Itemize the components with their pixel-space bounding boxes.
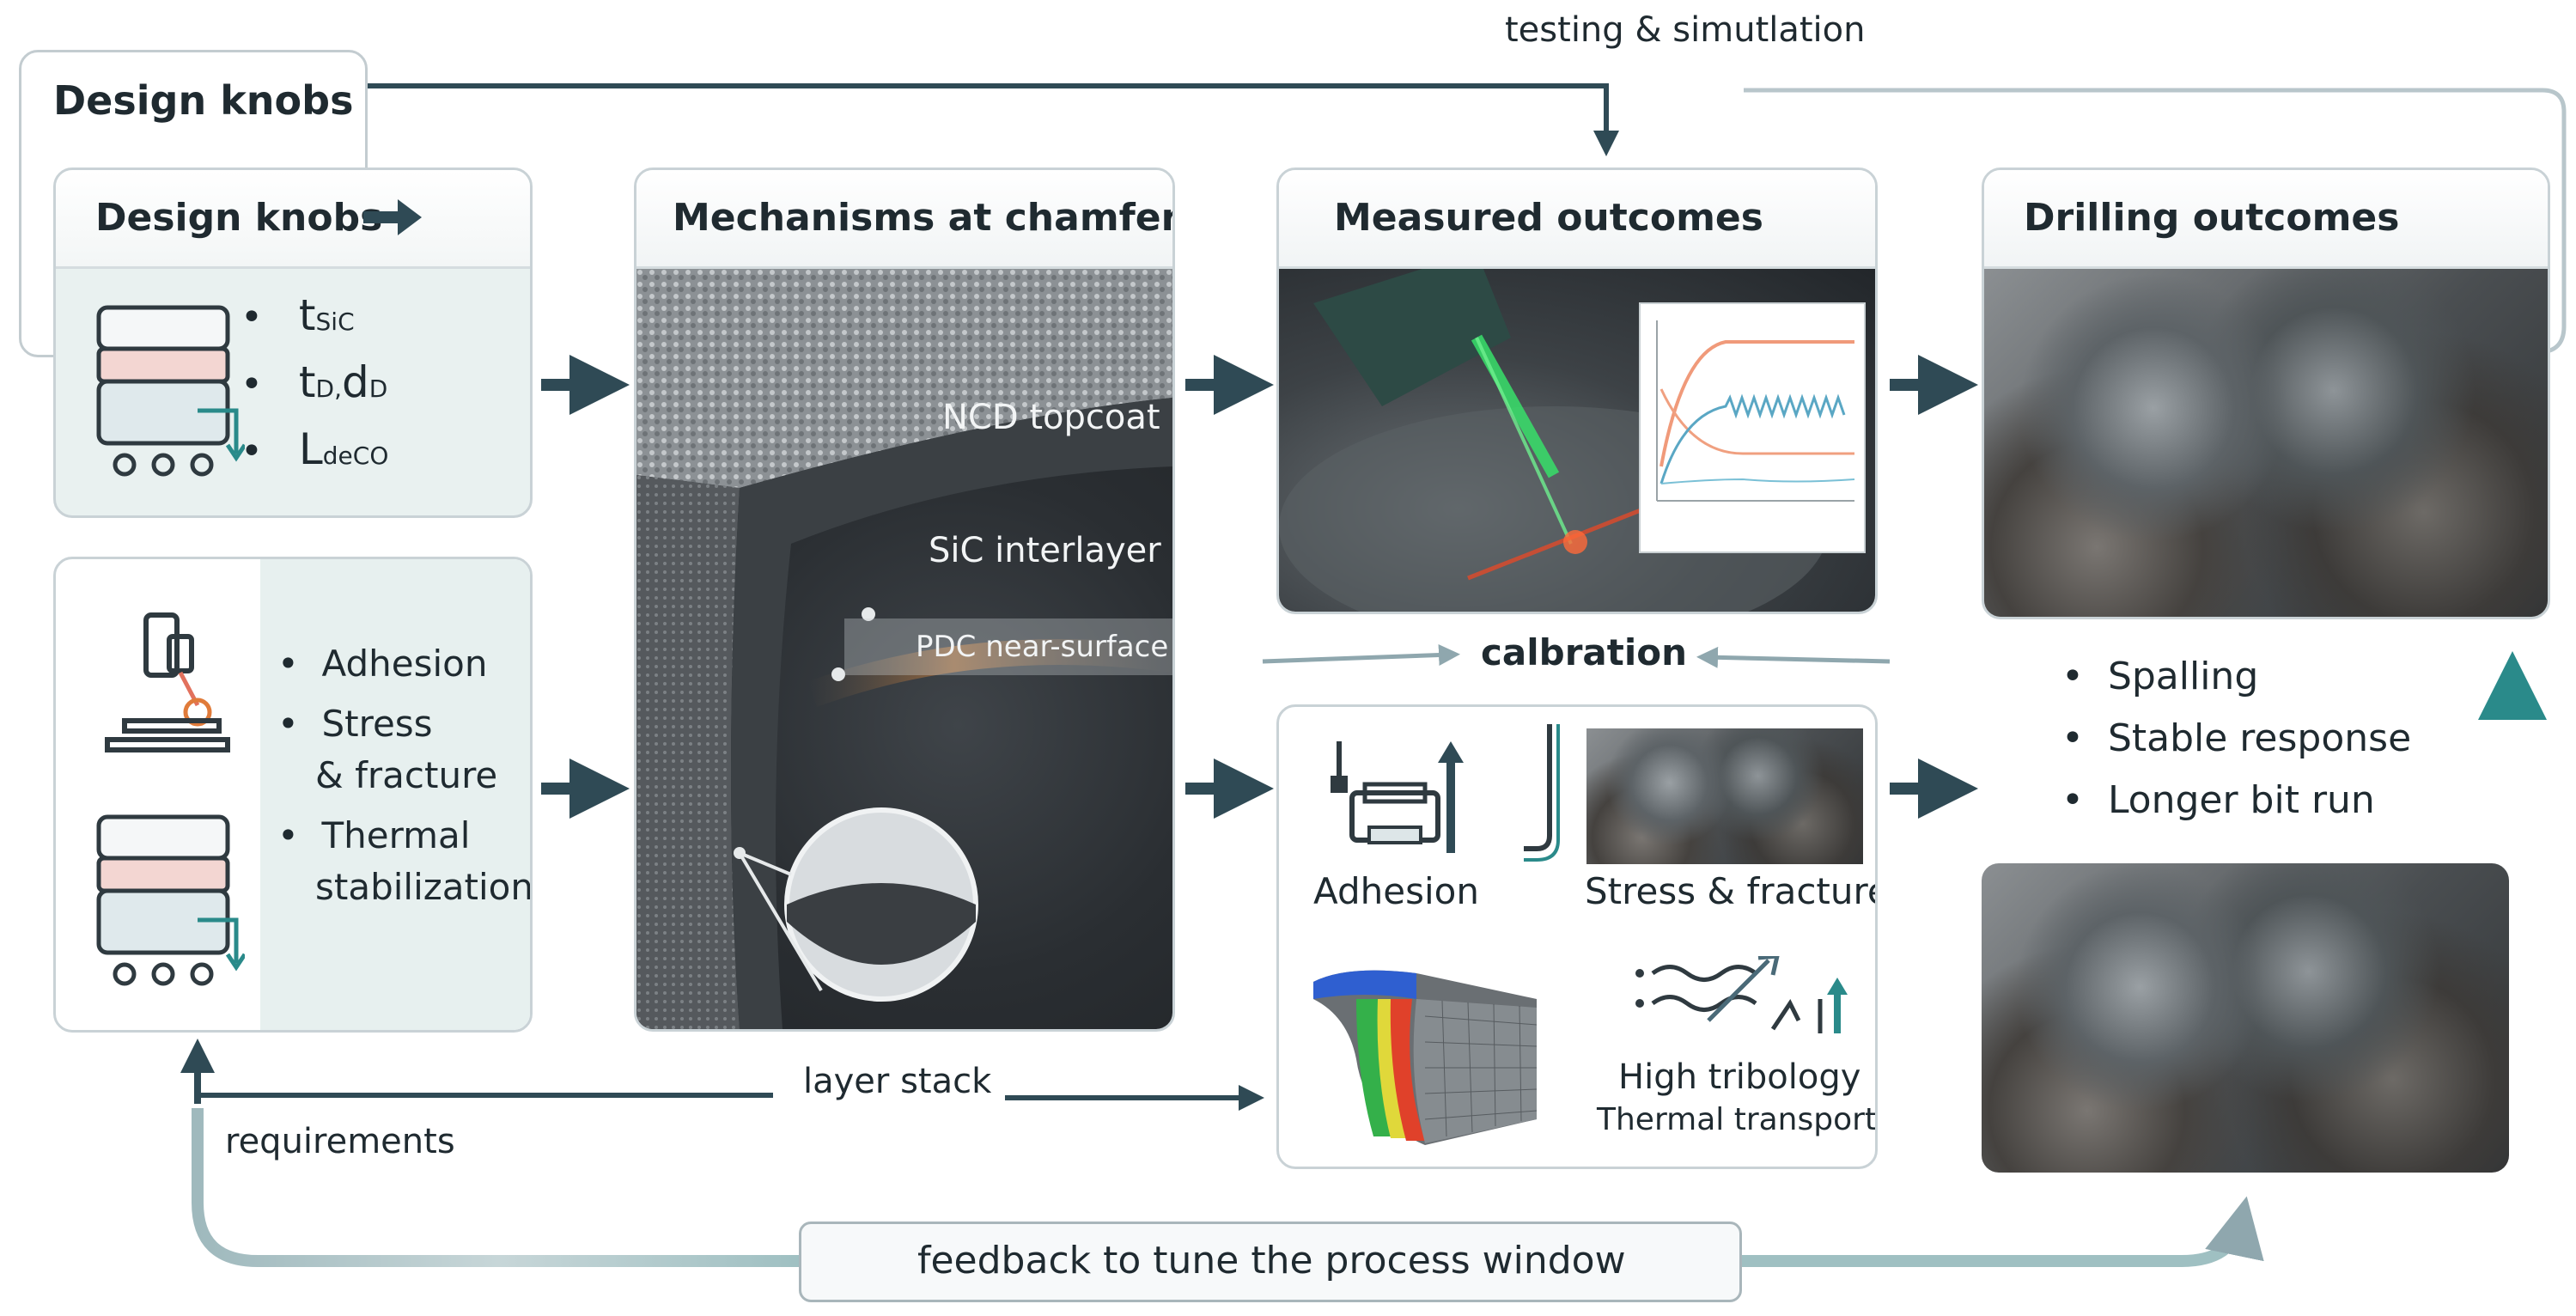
drill-bit-photo: [1984, 269, 2548, 617]
calibration-arrow-left: [1262, 644, 1460, 667]
design-knobs-header: Design knobs: [56, 170, 530, 269]
feedback-box: [799, 1222, 1742, 1302]
mechanisms-title: Mechanisms at chamfer: [673, 196, 1175, 240]
high-tribology-label: High tribology: [1618, 1057, 1861, 1097]
label-ncd-topcoat: NCD topcoat: [942, 398, 1160, 437]
stress-fracture-label: Stress & fracture: [1585, 870, 1878, 912]
design-knobs-title: Design knobs: [95, 196, 383, 240]
knob-item: • tD,dD: [241, 357, 388, 407]
measured-outcomes-title: Measured outcomes: [1334, 196, 1763, 240]
drill-wear-photo: [1982, 863, 2509, 1173]
fracture-photo: [1586, 728, 1863, 864]
drilling-item-longer-run: • Longer bit run: [2061, 778, 2375, 822]
process-item-stress: • Stress: [277, 703, 433, 745]
label-sic-interlayer: SiC interlayer: [929, 531, 1161, 570]
knob-list: • tSiC • tD,dD • LdeCO: [241, 290, 524, 497]
mechanisms-header: Mechanisms at chamfer: [636, 170, 1172, 269]
right-arrow-icon: [363, 196, 423, 242]
layer-stack-label: layer stack: [803, 1062, 992, 1101]
feedback-loop-line: [192, 1108, 799, 1267]
process-item-thermal: • Thermal: [277, 814, 471, 856]
knob-item: • tSiC: [241, 290, 355, 340]
process-item-adhesion: • Adhesion: [277, 643, 488, 685]
measured-outcomes-header: Measured outcomes: [1279, 170, 1875, 269]
drilling-item-spalling: • Spalling: [2061, 655, 2259, 698]
outer-design-knobs-title: Design knobs: [53, 77, 354, 124]
adhesion-tester-icon: [1313, 733, 1477, 865]
layer-stack-icon: [90, 813, 247, 996]
chamfer-micrograph: [636, 269, 1172, 1029]
testing-simulation-label: testing & simutlation: [1505, 10, 1866, 50]
measurement-detail-panel: Adhesion Stress & fracture: [1276, 704, 1878, 1169]
microscope-icon: [99, 611, 236, 760]
tribology-icon: [1631, 953, 1863, 1054]
label-pdc-near-surface: PDC near-surface: [916, 630, 1169, 664]
knob-item: • LdeCO: [241, 424, 389, 474]
drilling-item-stable: • Stable response: [2061, 716, 2412, 760]
calibration-label: calbration: [1481, 631, 1687, 673]
process-item-stabilization: stabilization: [315, 866, 533, 908]
adhesion-label: Adhesion: [1313, 870, 1479, 912]
drilling-outcomes-panel: Drilling outcomes: [1982, 168, 2550, 619]
feedback-label: feedback to tune the process window: [917, 1239, 1626, 1282]
stress-profile-icon: [1524, 724, 1575, 865]
feedback-loop-right: [1739, 1196, 2264, 1267]
calibration-arrow-right: [1696, 646, 1891, 668]
drilling-outcomes-header: Drilling outcomes: [1984, 170, 2548, 269]
requirements-label: requirements: [225, 1122, 455, 1161]
thermal-transport-label: Thermal transport: [1597, 1102, 1878, 1137]
layer-stack-line: [195, 1093, 773, 1104]
measured-outcomes-panel: Measured outcomes: [1276, 168, 1878, 614]
laser-test-photo: [1279, 252, 1875, 612]
design-knobs-panel: Design knobs • tSiC • tD,dD • LdeCO: [53, 168, 533, 518]
drilling-outcomes-title: Drilling outcomes: [2024, 196, 2400, 240]
process-item-fracture: & fracture: [315, 754, 498, 796]
layer-stack-icon: [90, 303, 247, 487]
fem-mesh-render: [1296, 947, 1554, 1166]
top-flow-line: [361, 83, 1619, 156]
process-panel: • Adhesion • Stress & fracture • Thermal…: [53, 557, 533, 1033]
mechanisms-panel: Mechanisms at chamfer: [634, 168, 1175, 1032]
